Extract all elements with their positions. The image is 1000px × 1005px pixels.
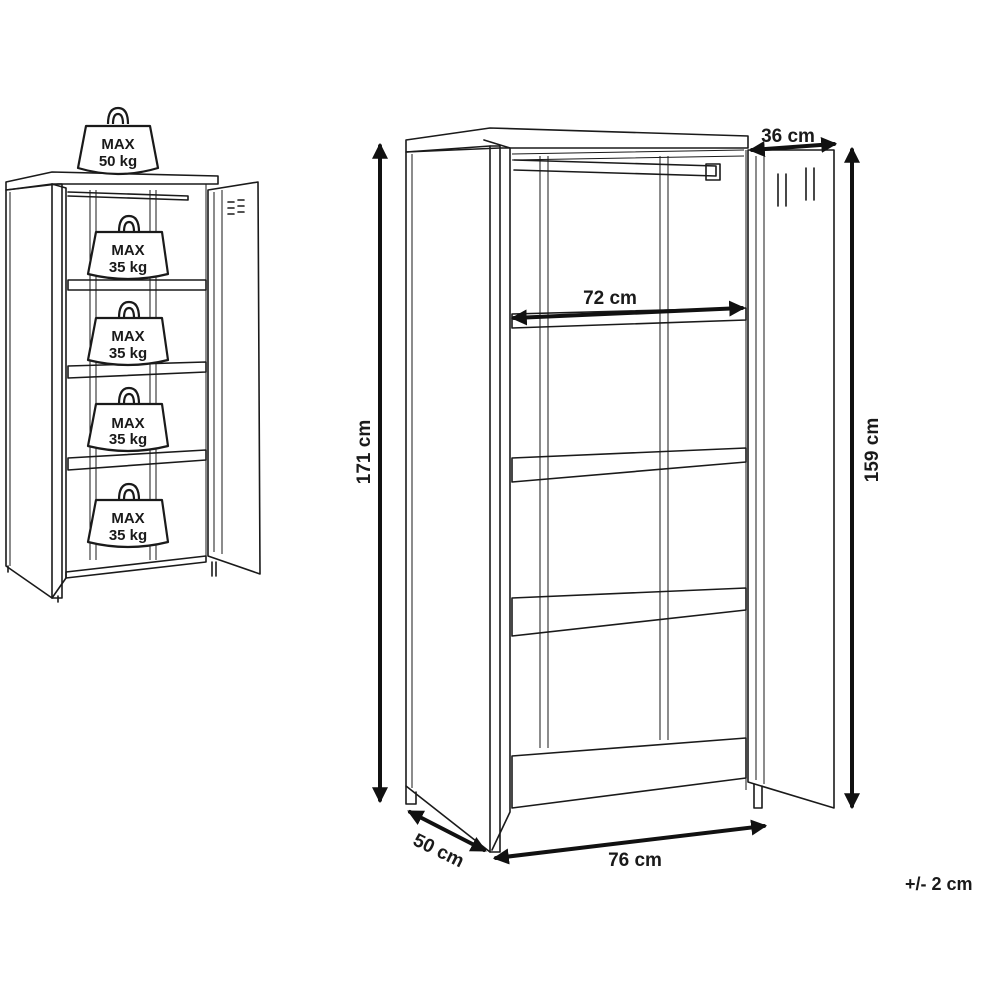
small-cabinet xyxy=(5,171,261,603)
large-cabinet xyxy=(405,127,835,853)
dimension-width: 76 cm xyxy=(608,850,662,871)
weight-label-value: 35 kg xyxy=(109,345,147,362)
weight-label-value: 35 kg xyxy=(109,431,147,448)
tolerance-note: +/- 2 cm xyxy=(905,874,973,894)
weight-label-max: MAX xyxy=(111,510,144,527)
dimension-height-inner: 159 cm xyxy=(862,418,883,482)
weight-label-max: MAX xyxy=(111,328,144,345)
weight-icon xyxy=(86,386,170,453)
dimension-height-total: 171 cm xyxy=(354,420,375,484)
weight-icon xyxy=(86,214,170,281)
weight-label-max: MAX xyxy=(111,242,144,259)
weight-icon xyxy=(76,106,160,176)
weight-label-max: MAX xyxy=(111,415,144,432)
weight-icon xyxy=(86,482,170,549)
weight-label-value: 35 kg xyxy=(109,527,147,544)
weight-label-max: MAX xyxy=(101,136,134,153)
dimension-shelf-width: 72 cm xyxy=(583,288,637,309)
dimension-depth-top: 36 cm xyxy=(761,126,815,147)
dimension-arrow-icon xyxy=(372,136,860,865)
weight-label-value: 35 kg xyxy=(109,259,147,276)
weight-label-value: 50 kg xyxy=(99,153,137,170)
weight-icon xyxy=(86,300,170,367)
